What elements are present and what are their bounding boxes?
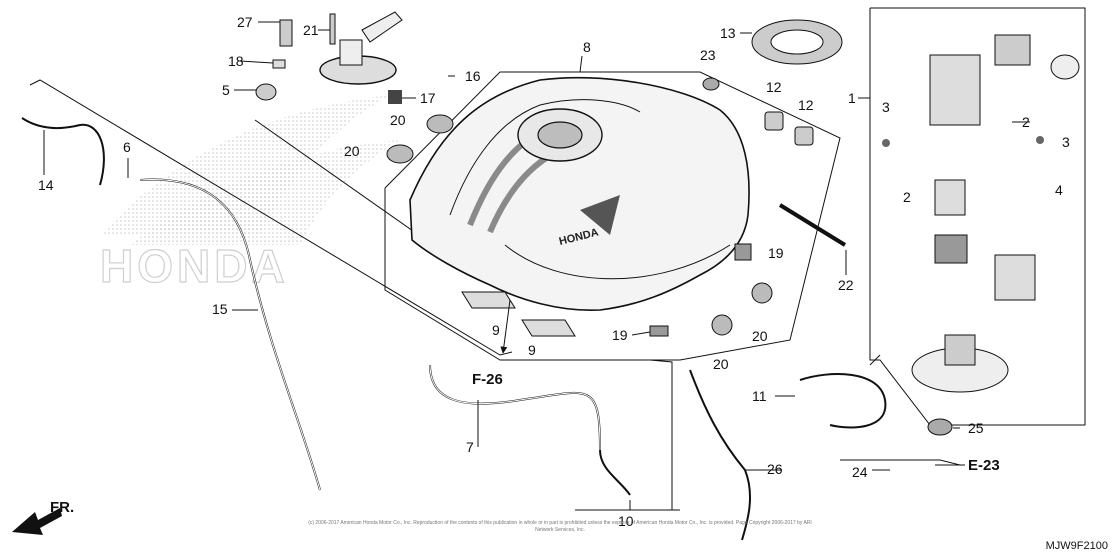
callout-20a: 20 [390,112,406,128]
callout-3b: 3 [1062,134,1070,150]
callout-5: 5 [222,82,230,98]
callout-3a: 3 [882,99,890,115]
callout-leaders [43,21,1030,510]
callout-24: 24 [852,464,868,480]
callout-10: 10 [618,513,634,529]
watermark-text: HONDA [100,240,289,292]
callout-27: 27 [237,14,253,30]
callout-15: 15 [212,301,228,317]
callout-7: 7 [466,439,474,455]
callout-17: 17 [420,90,436,106]
callout-1: 1 [848,90,856,106]
front-arrow: FR. [12,499,74,535]
callout-20b: 20 [344,143,360,159]
callout-21: 21 [303,22,319,38]
callout-14: 14 [38,177,54,193]
fuel-pump-assembly [882,34,1080,436]
diagram-code: MJW9F2100 [1045,540,1108,552]
upper-right-parts [702,19,847,247]
callout-8: 8 [583,39,591,55]
callout-16: 16 [465,68,481,84]
callout-11: 11 [752,388,767,404]
front-label: FR. [50,499,74,516]
grommets [386,114,773,336]
callout-20c: 20 [752,328,768,344]
callout-22: 22 [838,277,854,293]
callout-2b: 2 [903,189,911,205]
ref-f26: F-26 [472,371,503,388]
callout-25: 25 [968,420,984,436]
callout-9a: 9 [492,322,500,338]
callout-19b: 19 [768,245,784,261]
ref-e23: E-23 [968,457,1000,474]
callout-9b: 9 [528,342,536,358]
fuel-cap-assembly [255,11,403,104]
callout-20d: 20 [713,356,729,372]
callout-18: 18 [228,53,244,69]
callout-19a: 19 [612,327,628,343]
hose-inner [139,179,601,491]
callout-26: 26 [767,461,783,477]
honda-wing-watermark: HONDA [99,95,400,293]
pads [461,243,752,337]
copyright-notice: (c) 2006-2017 American Honda Motor Co., … [308,520,812,533]
callout-12a: 12 [766,79,782,95]
callout-numbers: 1 2 2 3 3 4 5 6 7 8 9 9 10 11 12 12 13 1… [38,14,1070,529]
callout-4: 4 [1055,182,1063,198]
callout-12b: 12 [798,97,814,113]
callout-23: 23 [700,47,716,63]
callout-13: 13 [720,25,736,41]
fuel-tank: HONDA [409,76,750,312]
callout-6: 6 [123,139,131,155]
